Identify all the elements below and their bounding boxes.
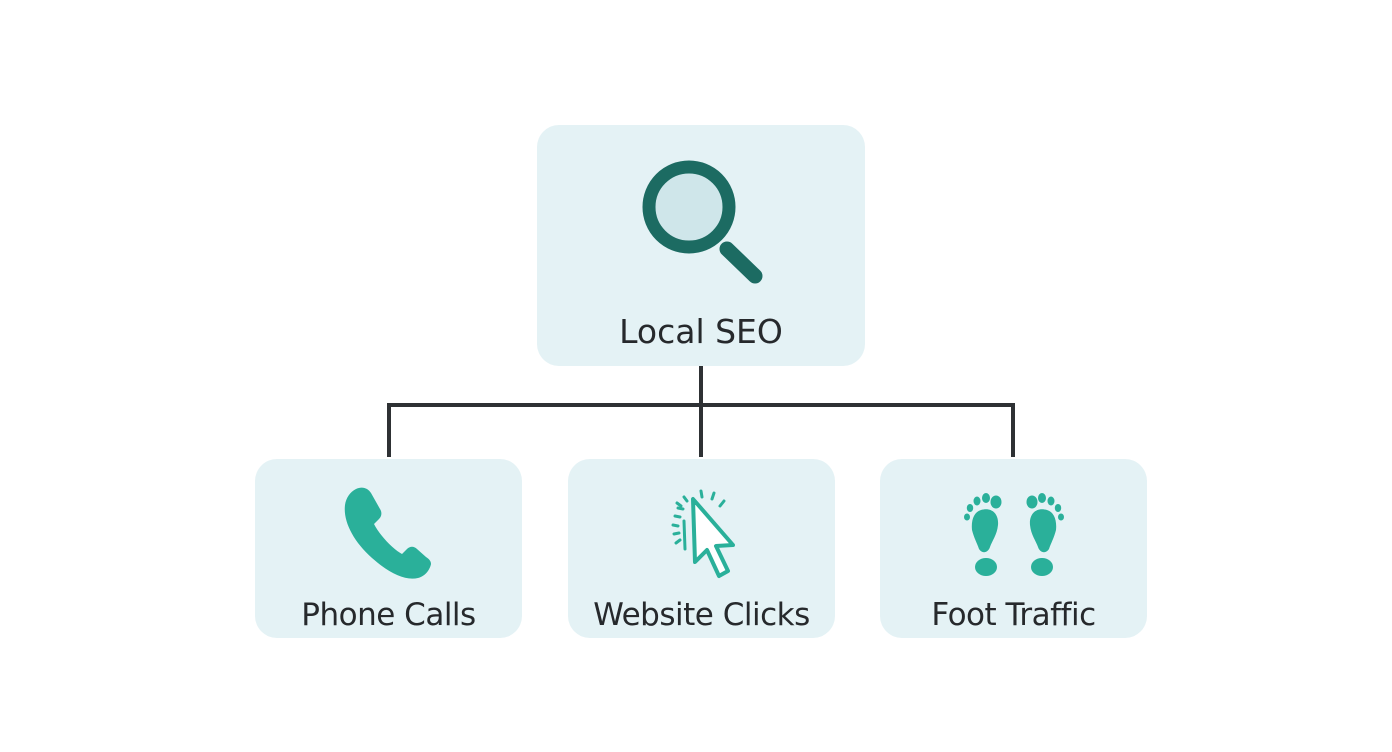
node-phone-calls: Phone Calls [255, 459, 522, 638]
footprints-icon [963, 493, 1064, 576]
magnifying-glass-icon [642, 160, 763, 284]
node-label-phone-calls: Phone Calls [301, 597, 476, 633]
node-label-foot-traffic: Foot Traffic [931, 597, 1096, 633]
node-label-local-seo: Local SEO [619, 312, 783, 351]
node-foot-traffic: Foot Traffic [880, 459, 1147, 638]
node-website-clicks: Website Clicks [568, 459, 835, 638]
phone-icon [344, 487, 431, 579]
node-local-seo: Local SEO [537, 125, 865, 366]
cursor-click-icon [671, 489, 735, 578]
node-label-website-clicks: Website Clicks [593, 597, 810, 633]
